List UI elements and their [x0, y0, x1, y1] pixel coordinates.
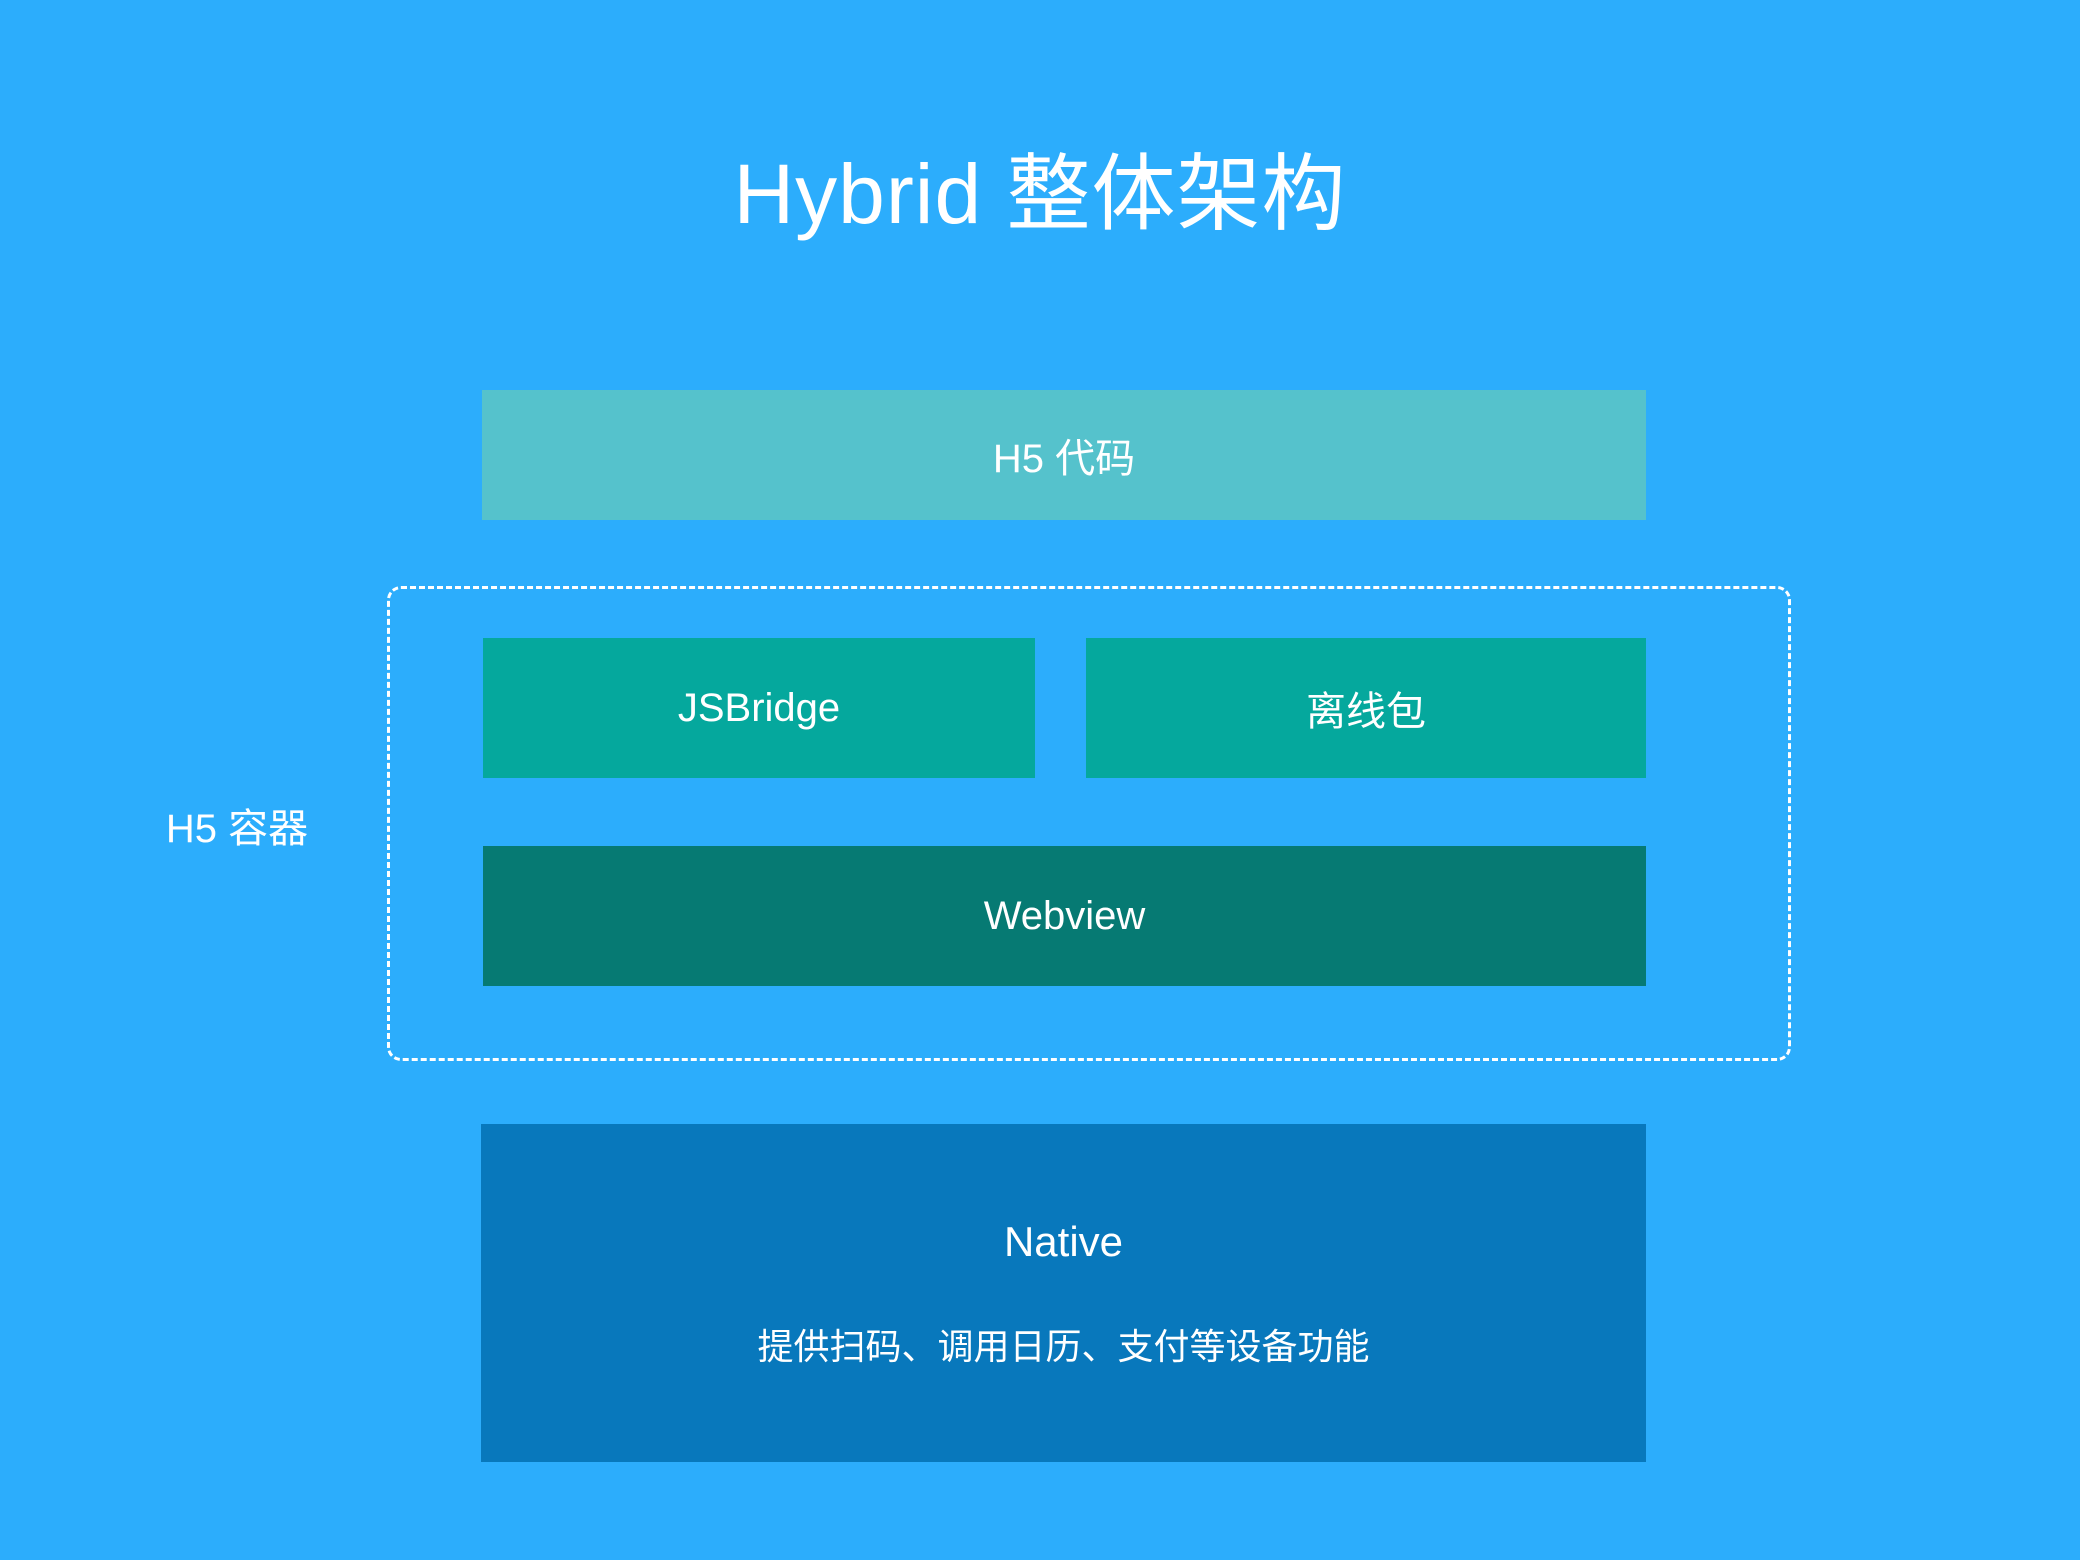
- layer-jsbridge: JSBridge: [483, 638, 1035, 778]
- layer-h5-code: H5 代码: [482, 390, 1646, 520]
- h5-container-label: H5 容器: [165, 807, 309, 851]
- page-title: Hybrid 整体架构: [733, 147, 1347, 241]
- layer-webview: Webview: [483, 846, 1646, 986]
- layer-offline-package: 离线包: [1086, 638, 1646, 778]
- layer-native-description: 提供扫码、调用日历、支付等设备功能: [757, 1326, 1370, 1367]
- h5-container-boundary: [387, 586, 1791, 1061]
- layer-native-label: Native: [1003, 1218, 1124, 1265]
- layer-webview-label: Webview: [983, 893, 1146, 938]
- layer-offline-package-label: 离线包: [1306, 690, 1426, 734]
- layer-h5-code-label: H5 代码: [992, 437, 1136, 481]
- layer-jsbridge-label: JSBridge: [677, 685, 841, 730]
- layer-native: Native 提供扫码、调用日历、支付等设备功能: [481, 1124, 1646, 1462]
